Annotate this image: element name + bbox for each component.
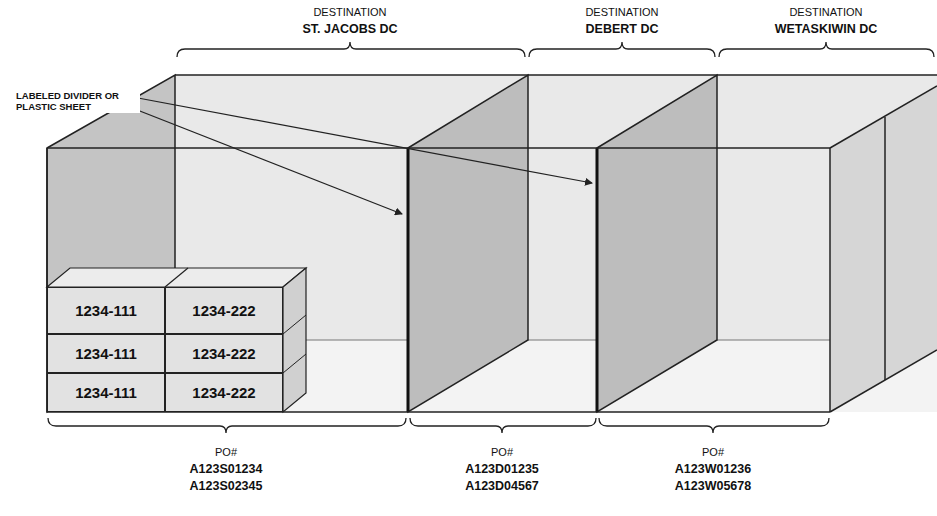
carton-box: 1234-222 <box>165 287 283 334</box>
po-heading: PO# <box>653 446 773 459</box>
carton-label: 1234-111 <box>75 302 137 319</box>
carton-box: 1234-222 <box>165 373 283 412</box>
carton-label: 1234-222 <box>192 384 255 401</box>
destination-name: WETASKIWIN DC <box>726 22 926 36</box>
destination-name: ST. JACOBS DC <box>250 22 450 36</box>
carton-box: 1234-111 <box>47 373 165 412</box>
po-number: A123S02345 <box>146 479 306 493</box>
po-number: A123S01234 <box>146 462 306 476</box>
carton-label: 1234-111 <box>75 384 137 401</box>
destination-heading: DESTINATION <box>270 6 430 19</box>
po-number: A123W01236 <box>633 462 793 476</box>
po-heading: PO# <box>442 446 562 459</box>
po-number: A123W05678 <box>633 479 793 493</box>
destination-name: DEBERT DC <box>532 22 712 36</box>
po-number: A123D04567 <box>422 479 582 493</box>
carton-box: 1234-222 <box>165 334 283 373</box>
po-number: A123D01235 <box>422 462 582 476</box>
po-heading: PO# <box>166 446 286 459</box>
callout-text: LABELED DIVIDER OR PLASTIC SHEET <box>16 91 140 113</box>
carton-label: 1234-111 <box>75 345 137 362</box>
carton-box: 1234-111 <box>47 287 165 334</box>
destination-heading: DESTINATION <box>746 6 906 19</box>
carton-label: 1234-222 <box>192 302 255 319</box>
carton-box: 1234-111 <box>47 334 165 373</box>
destination-heading: DESTINATION <box>542 6 702 19</box>
carton-label: 1234-222 <box>192 345 255 362</box>
